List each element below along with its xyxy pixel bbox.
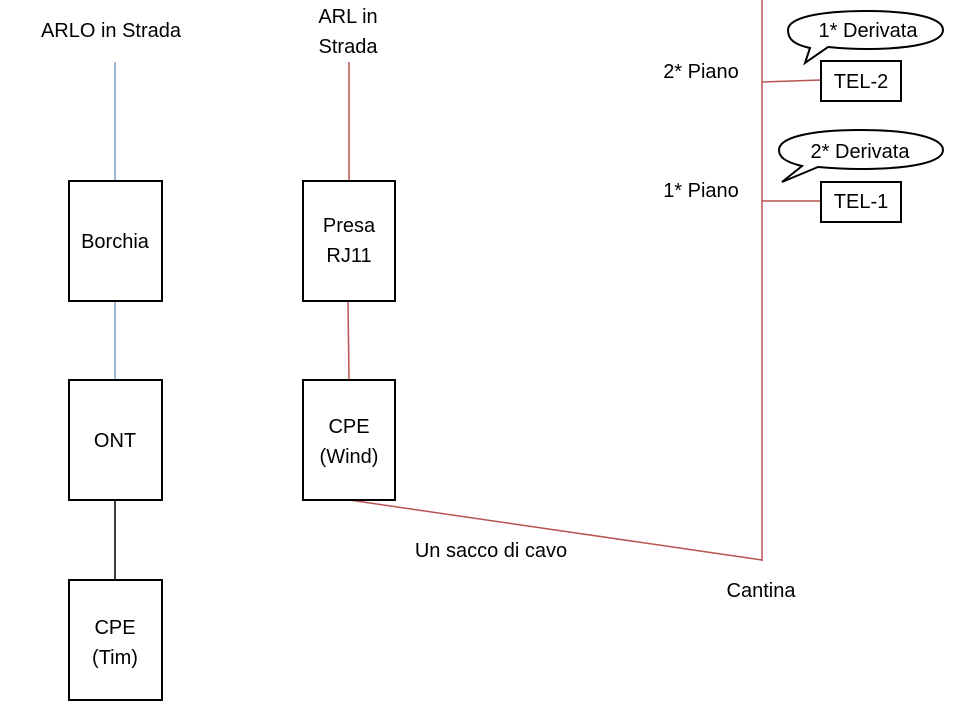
derivata-1-label: 1* Derivata <box>819 20 919 42</box>
arl-in-strada-label-line2: Strada <box>319 36 379 58</box>
tel-1-label: TEL-1 <box>834 191 888 213</box>
cpe-tim-label-line1: CPE <box>94 617 135 639</box>
presa-rj11-box: Presa RJ11 <box>302 180 396 302</box>
cpe-tim-box: CPE (Tim) <box>68 579 163 701</box>
cpe-wind-label-line2: (Wind) <box>320 446 379 468</box>
presa-label-line2: RJ11 <box>326 245 371 267</box>
arl-in-strada-label-line1: ARL in <box>318 6 377 28</box>
cpe-wind-box: CPE (Wind) <box>302 379 396 501</box>
derivata-2-callout: 2* Derivata <box>777 128 945 183</box>
ont-label: ONT <box>94 430 136 452</box>
copper-line-cpe-wind-cantina <box>348 499 763 561</box>
arlo-in-strada-label: ARLO in Strada <box>41 20 182 42</box>
cantina-label: Cantina <box>727 580 797 602</box>
piano-1-label: 1* Piano <box>663 180 739 202</box>
borchia-box: Borchia <box>68 180 163 302</box>
un-sacco-di-cavo-label: Un sacco di cavo <box>415 540 567 562</box>
copper-branch-tel2 <box>761 79 822 83</box>
derivata-1-callout: 1* Derivata <box>786 9 945 66</box>
tel-2-box: TEL-2 <box>820 60 902 102</box>
cpe-wind-label-line1: CPE <box>328 416 369 438</box>
tel-1-box: TEL-1 <box>820 181 902 223</box>
derivata-2-label: 2* Derivata <box>811 141 911 163</box>
copper-line-presa-cpe-wind <box>347 300 350 381</box>
borchia-label: Borchia <box>81 231 150 253</box>
tel-2-label: TEL-2 <box>834 71 888 93</box>
piano-2-label: 2* Piano <box>663 61 739 83</box>
presa-label-line1: Presa <box>323 215 376 237</box>
cpe-tim-label-line2: (Tim) <box>92 647 138 669</box>
ont-box: ONT <box>68 379 163 501</box>
